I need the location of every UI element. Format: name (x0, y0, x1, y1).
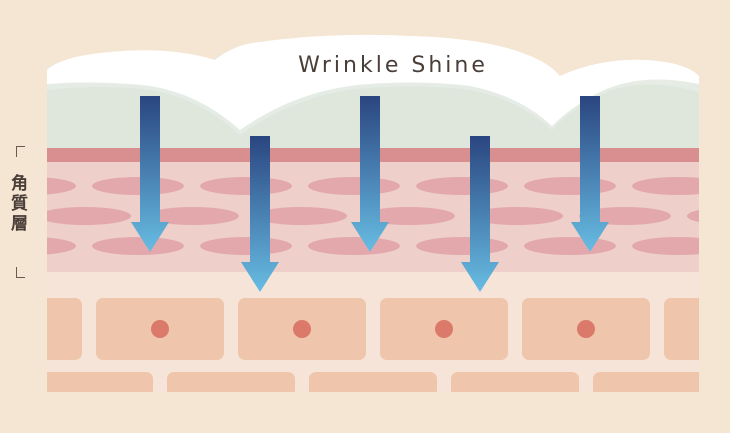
corneocyte (147, 207, 239, 225)
epidermal-cells (9, 298, 730, 392)
corneocyte (687, 209, 699, 223)
stratum-corneum-bracket: 角質層 (6, 146, 34, 278)
corneocyte (632, 237, 699, 255)
cell-nucleus (719, 320, 730, 338)
corneocyte (92, 177, 184, 195)
penetration-arrows (131, 96, 609, 292)
epidermal-cell (167, 372, 295, 392)
corneocyte (308, 237, 400, 255)
penetration-arrow (131, 96, 169, 252)
corneocyte (200, 177, 292, 195)
cream-layer (47, 34, 699, 130)
corneocyte (632, 177, 699, 195)
cell-nucleus (435, 320, 453, 338)
epidermal-cell (593, 372, 699, 392)
corneocyte (47, 177, 76, 195)
corneocyte (579, 207, 671, 225)
penetration-arrow (241, 136, 279, 292)
cell-nucleus (151, 320, 169, 338)
epidermal-cell (309, 372, 437, 392)
penetration-arrow (461, 136, 499, 292)
corneocyte (47, 207, 131, 225)
epidermal-cell (664, 298, 699, 360)
epidermal-cell (451, 372, 579, 392)
corneocyte (471, 207, 563, 225)
corneocyte (416, 177, 508, 195)
epidermal-cell (47, 298, 82, 360)
epidermal-cell (47, 372, 153, 392)
bracket-bottom (16, 267, 25, 278)
corneocyte (363, 207, 455, 225)
corneocyte (416, 237, 508, 255)
side-label: 角質層 (7, 174, 27, 234)
cell-nucleus (293, 320, 311, 338)
cell-nucleus (577, 320, 595, 338)
corneocyte (524, 237, 616, 255)
diagram-title: Wrinkle Shine (298, 53, 488, 78)
corneocyte (255, 207, 347, 225)
penetration-arrow (351, 96, 389, 252)
corneocyte (47, 237, 76, 255)
corneocyte (524, 177, 616, 195)
penetration-arrow (571, 96, 609, 252)
corneocyte (92, 237, 184, 255)
corneocyte (200, 237, 292, 255)
corneocyte (308, 177, 400, 195)
cell-nucleus (9, 320, 27, 338)
bracket-top (16, 146, 25, 157)
